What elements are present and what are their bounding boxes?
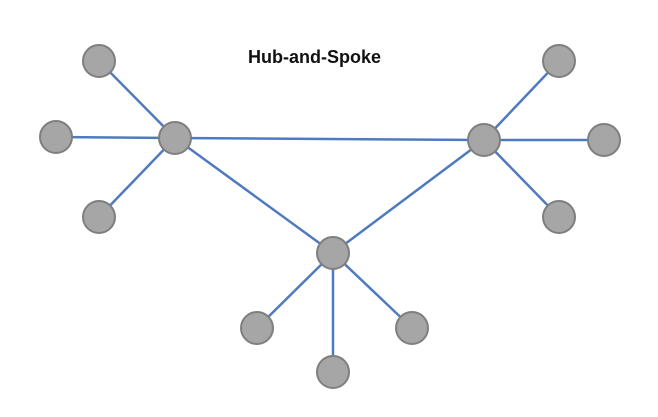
node-spoke-bottom-left (240, 311, 274, 345)
edge-hub-left-to-spoke-left-middle (55, 135, 176, 140)
node-spoke-left-middle (39, 120, 73, 154)
node-spoke-bottom-center (316, 355, 350, 389)
edge-hub-left-to-hub-right (174, 136, 485, 142)
node-spoke-left-bottom (82, 200, 116, 234)
diagram-title: Hub-and-Spoke (248, 47, 381, 67)
node-hub-bottom (316, 236, 350, 270)
edge-hub-bottom-to-spoke-bottom-left (256, 252, 334, 329)
node-spoke-right-bottom (542, 200, 576, 234)
edge-hub-left-to-hub-bottom (174, 136, 334, 255)
node-hub-left (158, 121, 192, 155)
edge-hub-right-to-spoke-right-top (483, 60, 560, 141)
edges (55, 60, 604, 372)
node-spoke-bottom-right (395, 311, 429, 345)
node-spoke-right-middle (587, 123, 621, 157)
node-spoke-right-top (542, 44, 576, 78)
edge-hub-right-to-spoke-right-bottom (483, 139, 560, 218)
node-spoke-left-top (82, 44, 116, 78)
node-hub-right (467, 123, 501, 157)
nodes (39, 44, 621, 389)
edge-hub-left-to-spoke-left-bottom (98, 137, 176, 218)
edge-hub-left-to-spoke-left-top (98, 60, 176, 139)
edge-hub-right-to-hub-bottom (332, 138, 485, 255)
edge-hub-bottom-to-spoke-bottom-right (332, 252, 413, 329)
